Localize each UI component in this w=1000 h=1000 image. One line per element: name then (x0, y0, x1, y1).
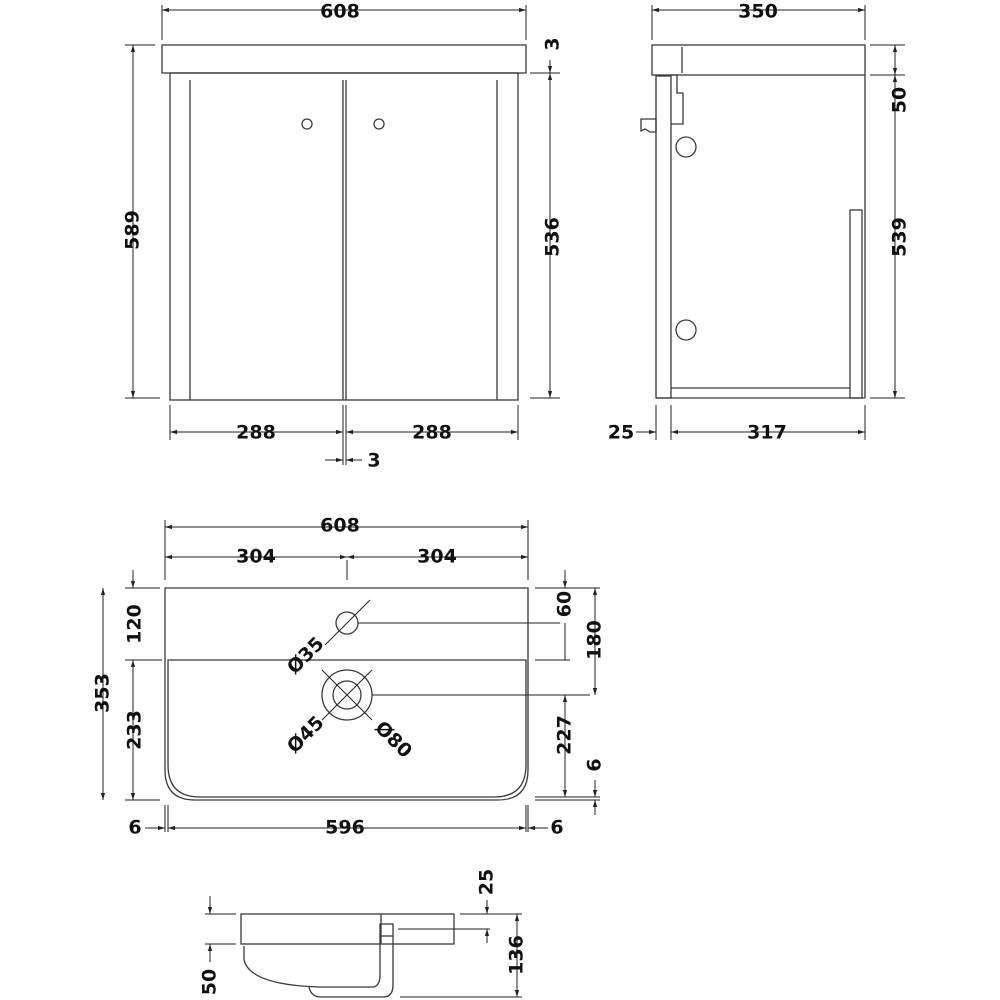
dim-top: 3 (542, 37, 564, 50)
dim-right-lip: 6 (550, 817, 563, 839)
dim-half-left: 304 (236, 546, 276, 568)
dim-tap-hole: Ø35 (283, 633, 329, 679)
bowl-outline (167, 659, 527, 798)
dim-bowl-depth: 233 (124, 710, 146, 750)
dim-door-gap: 3 (367, 450, 380, 472)
side-view: 350 50 539 25 317 (608, 1, 911, 444)
dim-door-left: 288 (236, 422, 276, 444)
overflow-icon (379, 923, 394, 937)
dim-overflow: 25 (476, 869, 498, 895)
dim-depth: 350 (738, 1, 778, 23)
door-knob-icon (301, 118, 313, 130)
dim-waste-outer: Ø80 (371, 717, 417, 763)
waste-inner-icon (332, 680, 362, 710)
dim-plan-width: 608 (320, 515, 360, 537)
dim-door-right: 288 (412, 422, 452, 444)
dim-top-height: 50 (889, 87, 911, 113)
cabinet-body (169, 72, 519, 401)
dim-waste-front: 227 (554, 715, 576, 755)
dim-waste-offset: 180 (584, 620, 606, 660)
dim-tap-offset: 60 (554, 591, 576, 617)
plan-view: 608 304 304 353 120 233 60 180 227 6 6 5… (92, 515, 606, 839)
dim-half-right: 304 (417, 546, 457, 568)
front-view: 608 589 536 3 288 288 3 (122, 1, 564, 472)
section-view: 50 25 136 (199, 869, 528, 998)
door-knob-icon (373, 118, 385, 130)
dim-side-height: 539 (889, 217, 911, 257)
dim-body-depth: 317 (747, 422, 787, 444)
dim-rear-deck: 120 (124, 604, 146, 644)
dim-back-offset: 25 (608, 422, 634, 444)
dim-bowl-width: 596 (325, 817, 365, 839)
dim-front-lip: 6 (584, 758, 606, 771)
basin-outline (164, 587, 529, 801)
dim-width: 608 (320, 1, 360, 23)
dim-left-lip: 6 (128, 817, 141, 839)
dim-body-height: 536 (542, 217, 564, 257)
dim-plan-depth: 353 (92, 673, 114, 713)
dim-height: 589 (122, 210, 144, 250)
worktop-side (651, 44, 866, 76)
dim-rim: 50 (199, 969, 221, 995)
worktop (161, 44, 527, 74)
dim-waste-inner: Ø45 (283, 712, 329, 758)
dim-total-height: 136 (506, 935, 528, 975)
bowl-section (243, 936, 394, 998)
